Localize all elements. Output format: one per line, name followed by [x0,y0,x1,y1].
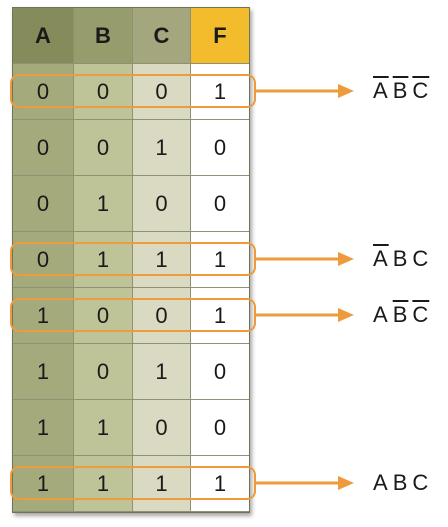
cell-r1-b: 0 [74,120,133,176]
cell-r1-f: 0 [191,120,249,176]
cell-r6-c: 0 [133,400,191,456]
minterm-variable: A [373,78,389,103]
cell-r7-b: 1 [74,456,133,512]
cell-r4-b: 0 [74,288,133,344]
minterm-variable: A [373,302,389,327]
minterm-variable: A [373,246,389,271]
arrow-icon [256,476,354,490]
row-highlight [10,466,256,500]
arrow-icon [256,252,354,266]
cell-r2-a: 0 [13,176,74,232]
header-c: C [133,8,191,64]
minterm-variable: C [412,246,430,271]
row-highlight [10,298,256,332]
cell-r7-f: 1 [191,456,249,512]
cell-r5-b: 0 [74,344,133,400]
minterm-variable: C [412,470,430,495]
header-f: F [191,8,249,64]
cell-r1-c: 1 [133,120,191,176]
cell-r2-f: 0 [191,176,249,232]
arrow-icon [256,308,354,322]
arrow-icon [256,84,354,98]
minterm-variable: B [392,470,409,495]
cell-r3-a: 0 [13,232,74,288]
cell-r6-b: 1 [74,400,133,456]
cell-r2-b: 1 [74,176,133,232]
cell-r6-a: 1 [13,400,74,456]
row-highlight [10,74,256,108]
cell-r3-c: 1 [133,232,191,288]
cell-r3-f: 1 [191,232,249,288]
cell-r4-a: 1 [13,288,74,344]
minterm-variable: A [373,470,389,495]
cell-r5-c: 1 [133,344,191,400]
minterm-variable: B [392,246,409,271]
cell-r3-b: 1 [74,232,133,288]
cell-r0-a: 0 [13,64,74,120]
minterm-variable: C [412,78,430,103]
minterm-variable: B [392,302,409,327]
cell-r4-c: 0 [133,288,191,344]
cell-r7-a: 1 [13,456,74,512]
cell-r0-b: 0 [74,64,133,120]
header-a: A [13,8,74,64]
cell-r5-a: 1 [13,344,74,400]
cell-r7-c: 1 [133,456,191,512]
row-highlight [10,242,256,276]
cell-r1-a: 0 [13,120,74,176]
cell-r2-c: 0 [133,176,191,232]
minterm-variable: C [412,302,430,327]
cell-r5-f: 0 [191,344,249,400]
cell-r0-f: 1 [191,64,249,120]
cell-r0-c: 0 [133,64,191,120]
cell-r4-f: 1 [191,288,249,344]
minterm-variable: B [392,78,409,103]
header-b: B [74,8,133,64]
cell-r6-f: 0 [191,400,249,456]
